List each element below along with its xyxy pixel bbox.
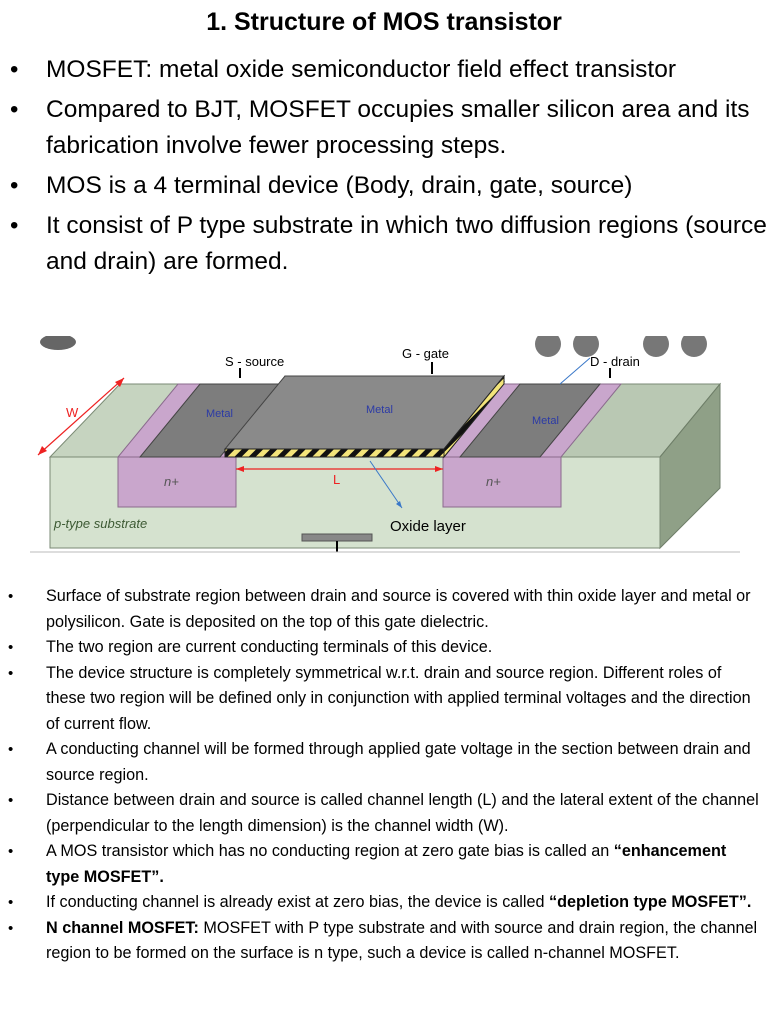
mos-structure-diagram: S - source G - gate D - drain Metal Meta…: [30, 336, 740, 553]
bullet-marker: •: [10, 56, 19, 83]
detail-bullet-text: A MOS transistor which has no conducting…: [46, 842, 614, 860]
channel-width-arrowhead-bottom: [38, 446, 47, 455]
intro-bullet: • Compared to BJT, MOSFET occupies smalle…: [0, 92, 768, 164]
oxide-pointer-arrowhead: [396, 501, 402, 508]
detail-bullet: • The device structure is completely symm…: [0, 661, 768, 738]
detail-bullet-list: • Surface of substrate region between dra…: [0, 584, 768, 967]
detail-bullet-text: Distance between drain and source is cal…: [46, 791, 759, 835]
oxide-layer-label: Oxide layer: [390, 518, 466, 535]
detail-bullet: • The two region are current conducting t…: [0, 635, 768, 661]
bullet-marker: •: [8, 664, 14, 682]
channel-width-arrow: [37, 377, 125, 456]
detail-bullet-text: A conducting channel will be formed thro…: [46, 740, 751, 784]
detail-bullet: • A MOS transistor which has no conductin…: [0, 839, 768, 890]
cropped-badge-shape: [573, 336, 599, 357]
drain-metal-contact: [458, 383, 602, 458]
channel-length-arrowhead-left: [236, 466, 244, 472]
cropped-badge-shape: [643, 336, 669, 357]
oxide-pointer-arrow: [369, 460, 403, 509]
n-channel-term: N channel MOSFET:: [46, 918, 199, 937]
bullet-marker: •: [8, 741, 14, 758]
drain-pointer-line: [559, 357, 591, 385]
gate-metal-label: Metal: [366, 404, 393, 416]
detail-bullet-text: The device structure is completely symme…: [46, 663, 751, 733]
detail-bullet: • If conducting channel is already exist …: [0, 890, 768, 916]
source-metal-label: Metal: [206, 408, 233, 420]
gate-terminal-label: G - gate: [402, 346, 449, 361]
source-terminal-label: S - source: [225, 354, 284, 369]
bullet-marker: •: [8, 639, 14, 656]
detail-bullet-text: If conducting channel is already exist a…: [46, 893, 549, 911]
source-n-plus-label: n+: [164, 474, 179, 489]
channel-length-arrowhead-right: [435, 466, 443, 472]
page-title: 1. Structure of MOS transistor: [206, 8, 562, 36]
intro-bullet: • It consist of P type substrate in which…: [0, 208, 768, 280]
depletion-type-term: “depletion type MOSFET”.: [549, 893, 752, 911]
detail-bullet: • Distance between drain and source is ca…: [0, 788, 768, 839]
bullet-marker: •: [10, 212, 19, 239]
intro-bullet-text: MOSFET: metal oxide semiconductor field …: [46, 56, 676, 83]
intro-bullet-list: • MOSFET: metal oxide semiconductor field…: [0, 52, 768, 284]
detail-bullet: • Surface of substrate region between dra…: [0, 584, 768, 635]
gate-oxide-front: [224, 448, 445, 458]
bullet-marker: •: [8, 588, 14, 605]
drain-terminal-label: D - drain: [590, 354, 640, 369]
intro-bullet-text: It consist of P type substrate in which …: [46, 212, 767, 275]
intro-bullet: • MOS is a 4 terminal device (Body, drain…: [0, 168, 768, 204]
channel-length-label: L: [333, 472, 340, 487]
bullet-marker: •: [8, 919, 14, 937]
drain-metal-label: Metal: [532, 415, 559, 427]
bullet-marker: •: [10, 96, 19, 123]
drain-n-plus-label: n+: [486, 474, 501, 489]
substrate-label: p-type substrate: [53, 516, 147, 531]
cropped-badge-shape: [535, 336, 561, 357]
detail-bullet: • N channel MOSFET: MOSFET with P type su…: [0, 916, 768, 967]
detail-bullet-text: MOSFET with P type substrate and with so…: [46, 918, 758, 963]
channel-width-arrowhead-top: [115, 378, 124, 387]
detail-bullet-text: The two region are current conducting te…: [46, 638, 493, 656]
intro-bullet-text: Compared to BJT, MOSFET occupies smaller…: [46, 96, 750, 159]
cropped-badge-shape: [681, 336, 707, 357]
drain-n-plus-region: [442, 456, 562, 508]
channel-width-label: W: [66, 405, 79, 420]
intro-bullet-text: MOS is a 4 terminal device (Body, drain,…: [46, 172, 633, 199]
detail-bullet: • A conducting channel will be formed thr…: [0, 737, 768, 788]
gate-oxide-side: [443, 374, 505, 459]
cropped-badge-shape: [40, 336, 76, 350]
bullet-marker: •: [10, 172, 19, 199]
bullet-marker: •: [8, 792, 14, 809]
detail-bullet-text: Surface of substrate region between drai…: [46, 587, 751, 631]
body-terminal-plate: [301, 533, 373, 542]
bullet-marker: •: [8, 894, 14, 911]
enhancement-type-term: “enhancement type MOSFET”.: [46, 842, 727, 886]
intro-bullet: • MOSFET: metal oxide semiconductor field…: [0, 52, 768, 88]
bullet-marker: •: [8, 843, 14, 860]
